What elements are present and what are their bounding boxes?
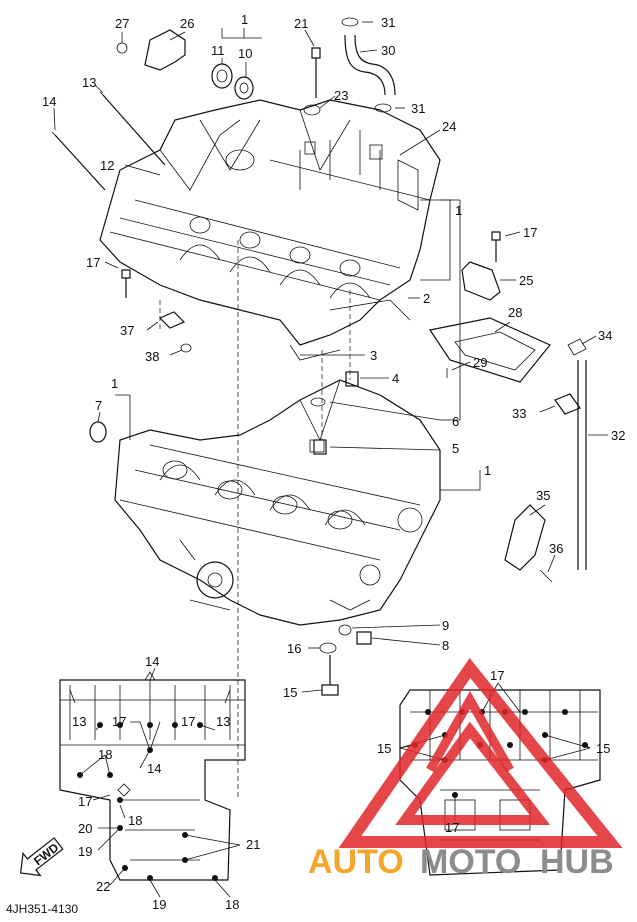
inset-callout-17: 17	[490, 668, 504, 683]
watermark-text-hub: HUB	[540, 843, 614, 881]
inset-callout-18: 18	[98, 747, 112, 762]
callout-34: 34	[598, 328, 612, 343]
fwd-arrow: FWD	[19, 837, 64, 877]
watermark-text-moto: MOTO	[420, 843, 521, 881]
inset-callout-18: 18	[128, 813, 142, 828]
inset-callout-18: 18	[225, 897, 239, 912]
upper-crankcase	[99, 99, 441, 361]
fwd-label: FWD	[31, 840, 61, 868]
callout-26: 26	[180, 16, 194, 31]
callout-3: 3	[370, 348, 377, 363]
automotohub-watermark: AUTO MOTO HUB	[308, 657, 623, 881]
callout-2: 2	[423, 291, 430, 306]
callout-17: 17	[86, 255, 100, 270]
main-callouts: 27 26 1 11 10 21 31 30 13 14 23 31 24 12…	[42, 12, 625, 700]
callout-29: 29	[473, 355, 487, 370]
callout-37: 37	[120, 323, 134, 338]
inset-callout-19: 19	[152, 897, 166, 912]
inset-callout-14: 14	[147, 761, 161, 776]
callout-24: 24	[442, 119, 456, 134]
alignment-lines	[159, 240, 351, 800]
watermark-triangle-inner	[395, 721, 551, 825]
callout-23: 23	[334, 88, 348, 103]
inset-callout-13: 13	[216, 714, 230, 729]
callout-1: 1	[241, 12, 248, 27]
callout-13: 13	[82, 75, 96, 90]
watermark-triangle-outer	[338, 657, 623, 848]
callout-35: 35	[536, 488, 550, 503]
inset-callout-20: 20	[78, 821, 92, 836]
callout-17: 17	[523, 225, 537, 240]
inset-callout-17: 17	[78, 794, 92, 809]
callout-8: 8	[442, 638, 449, 653]
loose-parts	[51, 17, 587, 696]
callout-9: 9	[442, 618, 449, 633]
callout-5: 5	[452, 441, 459, 456]
inset-callout-17: 17	[112, 714, 126, 729]
callout-36: 36	[549, 541, 563, 556]
callout-25: 25	[519, 273, 533, 288]
callout-10: 10	[238, 46, 252, 61]
callout-1: 1	[484, 463, 491, 478]
callout-4: 4	[392, 371, 399, 386]
callout-6: 6	[452, 414, 459, 429]
callout-7: 7	[95, 398, 102, 413]
callout-12: 12	[100, 158, 114, 173]
callout-31: 31	[411, 101, 425, 116]
inset-top-callouts: 17 15 15 17	[377, 668, 610, 835]
inset-callout-15: 15	[596, 741, 610, 756]
callout-27: 27	[115, 16, 129, 31]
inset-callout-19: 19	[78, 844, 92, 859]
callout-14: 14	[42, 94, 56, 109]
callout-28: 28	[508, 305, 522, 320]
drawing-code: 4JH351-4130	[6, 902, 78, 916]
callout-15: 15	[283, 685, 297, 700]
leader-lines	[53, 21, 608, 693]
callout-16: 16	[287, 641, 301, 656]
callout-33: 33	[512, 406, 526, 421]
inset-callout-14: 14	[145, 654, 159, 669]
inset-callout-17: 17	[445, 820, 459, 835]
inset-bottom-callouts: 14 13 17 17 13 18 14 17 18 20 21 19 22 1…	[72, 654, 260, 912]
inset-callout-17: 17	[181, 714, 195, 729]
callout-21: 21	[294, 16, 308, 31]
inset-callout-13: 13	[72, 714, 86, 729]
callout-31: 31	[381, 15, 395, 30]
inset-callout-21: 21	[246, 837, 260, 852]
callout-30: 30	[381, 43, 395, 58]
callout-11: 11	[211, 43, 225, 58]
callout-38: 38	[145, 349, 159, 364]
callout-32: 32	[611, 428, 625, 443]
callout-1: 1	[455, 203, 462, 218]
watermark-text-auto: AUTO	[308, 843, 404, 881]
inset-callout-22: 22	[96, 879, 110, 894]
lower-crankcase	[114, 379, 441, 626]
callout-1: 1	[111, 376, 118, 391]
inset-callout-15: 15	[377, 741, 391, 756]
inset-bottom-view	[59, 667, 246, 898]
